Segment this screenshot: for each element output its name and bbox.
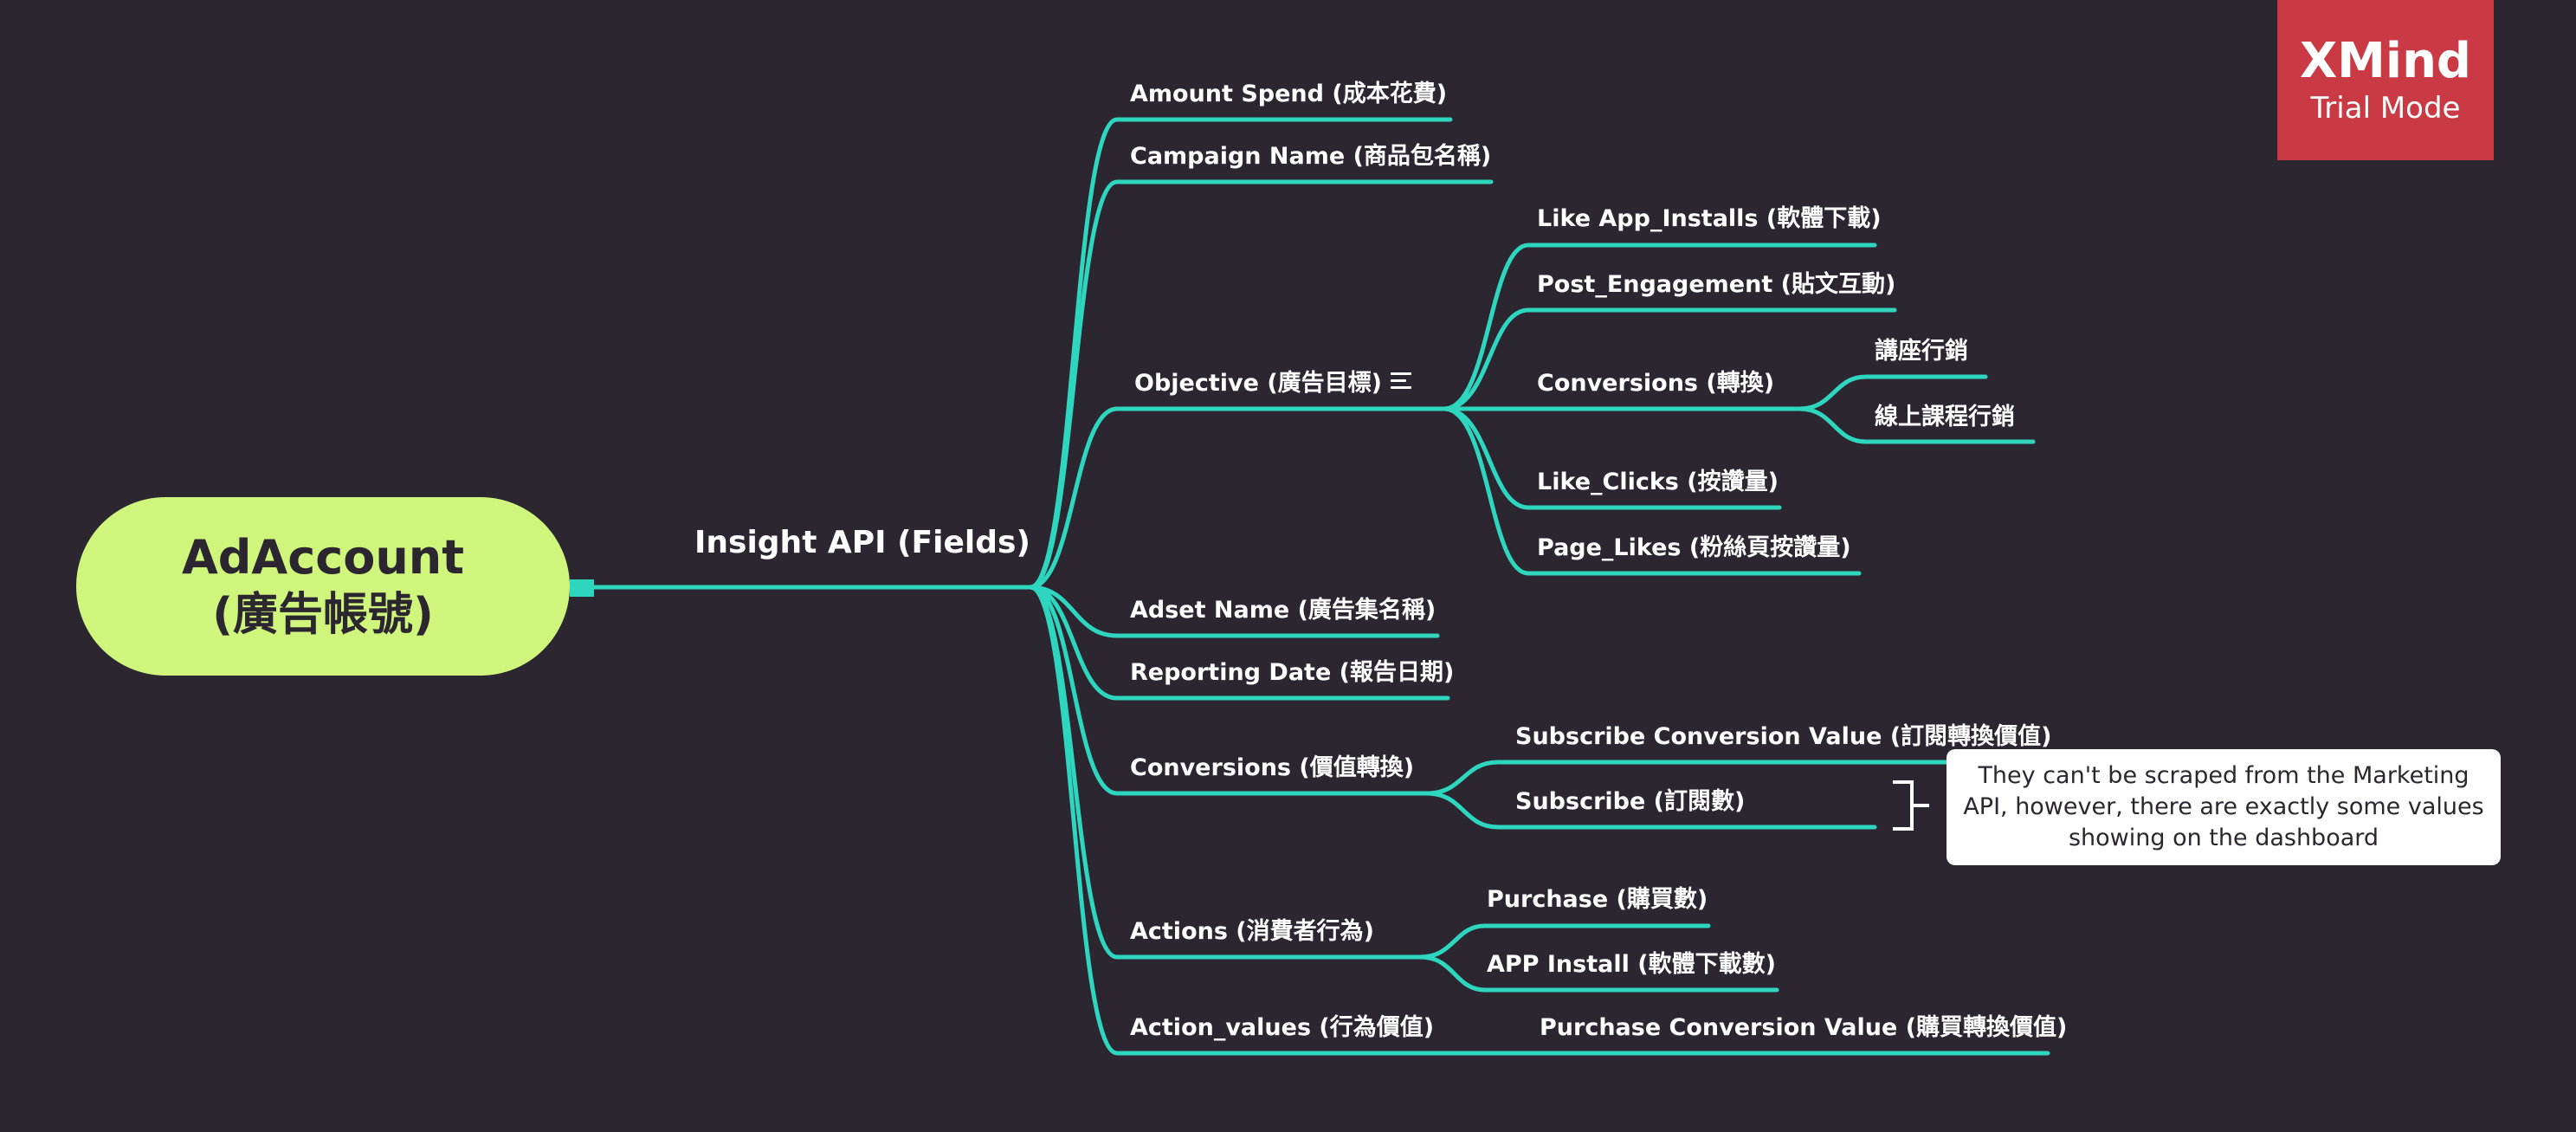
topic-like-app-installs[interactable]: Like App_Installs (軟體下載) [1537,205,1882,232]
topic-actions[interactable]: Actions (消費者行為) [1130,918,1374,945]
topic-value-conversions[interactable]: Conversions (價值轉換) [1130,754,1415,781]
topic-like-clicks[interactable]: Like_Clicks (按讚量) [1537,469,1779,495]
watermark-subtitle: Trial Mode [2310,90,2461,126]
connector-campaign-name [1028,179,1494,590]
topic-reporting-date[interactable]: Reporting Date (報告日期) [1130,659,1455,686]
connector-post-engagement [1442,307,1897,411]
topic-lecture-marketing[interactable]: 講座行銷 [1875,338,1968,365]
connector-adset-name [1028,585,1440,638]
topic-post-engagement[interactable]: Post_Engagement (貼文互動) [1537,271,1896,298]
root-topic[interactable]: AdAccount (廣告帳號) [76,497,570,676]
connector-subscribe [1424,791,1877,830]
connector-app-install [1417,954,1779,993]
topic-app-install[interactable]: APP Install (軟體下載數) [1487,951,1776,978]
root-topic-line2: (廣告帳號) [212,589,434,641]
trial-watermark: XMind Trial Mode [2277,0,2494,160]
callout-bracket [1893,780,1929,831]
connector-reporting-date [1028,585,1450,701]
topic-purchase-conversion-value[interactable]: Purchase Conversion Value (購買轉換價值) [1540,1014,2068,1041]
root-connector-handle[interactable] [570,579,594,597]
connector-online-course-marketing [1797,406,2036,444]
connector-page-likes [1442,406,1862,576]
topic-page-likes[interactable]: Page_Likes (粉絲頁按讚量) [1537,534,1851,561]
connector-lecture-marketing [1797,374,1988,411]
connector-like-clicks [1442,406,1782,510]
topic-conversions[interactable]: Conversions (轉換) [1537,370,1775,397]
topic-action-values[interactable]: Action_values (行為價值) [1130,1014,1435,1041]
connector-objective [1028,406,1447,590]
callout-note[interactable]: They can't be scraped from the Marketing… [1947,749,2501,865]
topic-subscribe-conversion-value[interactable]: Subscribe Conversion Value (訂閱轉換價值) [1515,723,2052,750]
topic-online-course-marketing[interactable]: 線上課程行銷 [1875,404,2015,430]
topic-campaign-name[interactable]: Campaign Name (商品包名稱) [1130,143,1492,170]
connector-subscribe-conversion-value [1424,760,2022,796]
connector-like-app-installs [1442,243,1877,411]
connector-amount-spend [1028,117,1453,590]
connector-value-conversions [1028,585,1430,796]
topic-subscribe[interactable]: Subscribe (訂閱數) [1515,788,1746,815]
topic-adset-name[interactable]: Adset Name (廣告集名稱) [1130,597,1436,624]
root-topic-line1: AdAccount [181,530,465,585]
topic-objective[interactable]: Objective (廣告目標) [1134,370,1383,397]
watermark-title: XMind [2299,32,2472,89]
note-icon[interactable] [1391,372,1411,391]
main-topic[interactable]: Insight API (Fields) [694,525,1030,560]
topic-purchase[interactable]: Purchase (購買數) [1487,886,1708,913]
connector-purchase [1417,923,1711,960]
topic-amount-spend[interactable]: Amount Spend (成本花費) [1130,81,1448,107]
connector-action-values [1028,585,2050,1056]
